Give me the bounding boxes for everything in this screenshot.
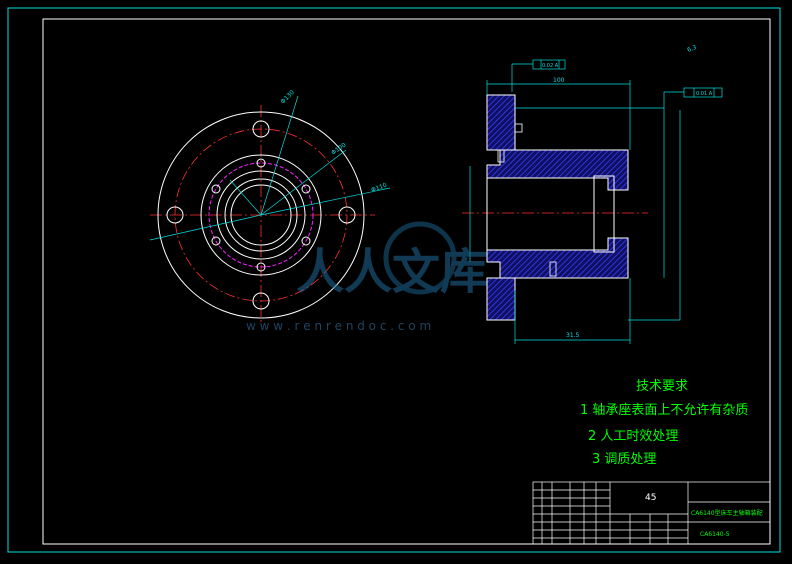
watermark-url: w w w . r e n r e n d o c . c o m — [246, 319, 431, 333]
title-block — [532, 481, 771, 545]
title-drawing-number: CA6140-5 — [700, 531, 730, 538]
dim-dia-right: Φ110 — [370, 182, 388, 194]
inner-frame — [42, 18, 771, 545]
watermark-brand: 人人文库 — [296, 244, 488, 300]
tech-title: 技术要求 — [636, 379, 688, 394]
section-view: 100 31.5 0.02 A 0.01 A 6.3 — [462, 44, 723, 344]
tech-item-2: 2 人工时效处理 — [588, 429, 678, 444]
dim-length-bottom: 31.5 — [566, 332, 580, 339]
outer-frame — [7, 7, 781, 553]
tolerance-frame-2: 0.01 A — [696, 91, 713, 97]
tech-requirements: 技术要求 1 轴承座表面上不允许有杂质 2 人工时效处理 3 调质处理 — [580, 379, 748, 467]
tech-item-1: 1 轴承座表面上不允许有杂质 — [580, 402, 748, 418]
dim-length-top: 100 — [553, 77, 565, 84]
dim-dia-left: Φ100 — [330, 142, 347, 157]
tech-item-3: 3 调质处理 — [592, 452, 656, 467]
tolerance-frame-1: 0.02 A — [542, 63, 559, 69]
watermark: 人人文库 w w w . r e n r e n d o c . c o m — [246, 221, 488, 333]
dim-flange-dia: Φ130 — [279, 89, 296, 106]
front-view: Φ130 Φ110 Φ100 — [149, 89, 391, 325]
title-material: 45 — [645, 493, 656, 503]
roughness-symbol: 6.3 — [686, 44, 698, 54]
title-drawing-name: CA6140型床车主轴箱装配 — [691, 509, 763, 517]
